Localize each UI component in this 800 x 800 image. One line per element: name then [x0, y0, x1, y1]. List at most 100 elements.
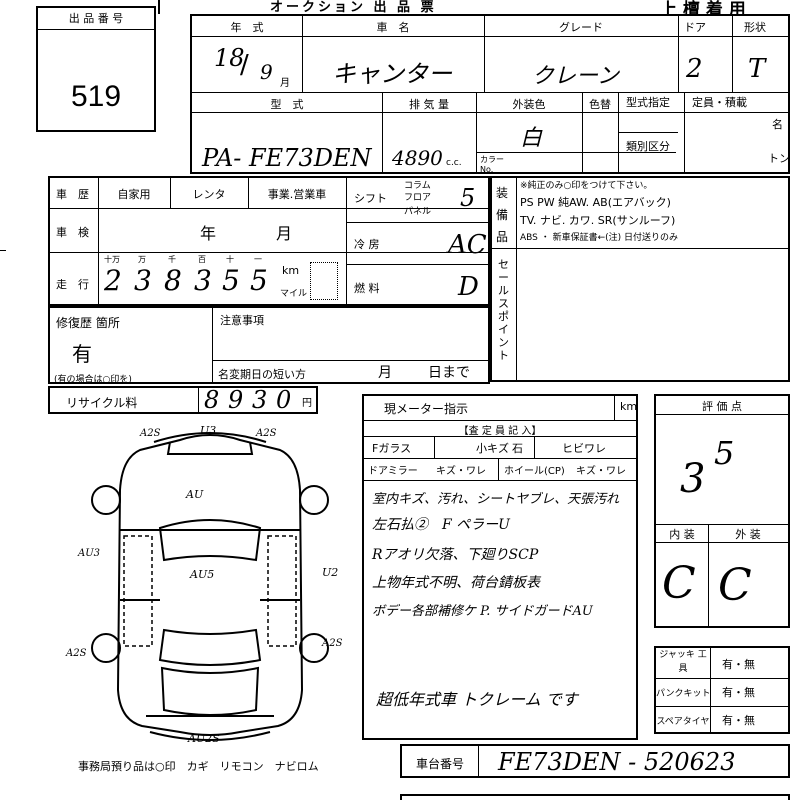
- wheel-front-left: [91, 485, 121, 515]
- capacity-unit-ton: トン: [768, 152, 790, 165]
- diagram-mark-4: AU3: [78, 548, 101, 559]
- cabin-roof: [158, 519, 262, 562]
- equipment-line1[interactable]: PS PW 純AW. AB(エアバック): [520, 196, 671, 209]
- shift-option-panel[interactable]: パネル: [404, 207, 432, 217]
- inspector-note-2: Rアオリ欠落、下廻りSCP: [372, 547, 539, 563]
- office-note: 事務局預り品は○印 カギ リモコン ナビロム: [78, 760, 319, 773]
- shape-label: 形状: [744, 21, 766, 34]
- inspector-section-label: 【査 定 員 記 入】: [458, 426, 542, 437]
- inspector-box: 現メーター指示 km 【査 定 員 記 入】 Fガラス 小キズ 石 ヒビワレ ド…: [362, 394, 638, 740]
- repair-value: 有: [72, 342, 92, 366]
- diagram-mark-3: AU: [186, 488, 204, 501]
- mileage-unit-1k: 千: [168, 255, 176, 264]
- history-option-rental[interactable]: レンタ: [192, 188, 226, 201]
- shift-option-column[interactable]: コラム: [404, 181, 431, 191]
- deadline-month: 月: [378, 365, 392, 381]
- lot-label: 出 品 番 号: [38, 8, 154, 30]
- exterior-value: C: [718, 560, 752, 611]
- exterior-color-value: 白: [520, 126, 543, 151]
- rear-window: [158, 628, 262, 666]
- mileage-digit-1: 3: [134, 264, 152, 297]
- mileage-digit-2: 8: [164, 264, 182, 297]
- mirror-options[interactable]: キズ・ワレ: [436, 466, 486, 477]
- tools-box: ジャッキ 工 具 有・無 パンクキット 有・無 スペアタイヤ 有・無: [654, 646, 790, 734]
- diagram-mark-9: AU2S: [188, 732, 220, 745]
- inspector-note-3: 上物年式不明、荷台錆板表: [372, 575, 540, 591]
- equipment-line3[interactable]: ABS ・ 新車保証書←(注) 日付送りのみ: [520, 233, 679, 243]
- jack-label: ジャッキ 工 具: [659, 650, 707, 674]
- mileage-unit-10k: 万: [138, 255, 146, 264]
- glass-option-small[interactable]: 小キズ: [476, 442, 509, 455]
- inspection-year: 年: [200, 224, 217, 243]
- top-corner-tick: [158, 0, 160, 14]
- mileage-digit-0: 2: [104, 264, 122, 297]
- glass-option-stone[interactable]: 石: [512, 442, 523, 455]
- mileage-unit-100k: 十万: [104, 255, 120, 264]
- equipment-label: 装備品: [496, 186, 509, 244]
- mileage-unit-box[interactable]: [310, 262, 338, 300]
- diagram-mark-6: U2: [322, 566, 339, 579]
- history-option-business[interactable]: 事業.営業車: [267, 188, 327, 201]
- mirror-label: ドアミラー: [368, 466, 418, 477]
- ac-label: 冷 房: [354, 238, 380, 251]
- inspector-note-1: 左石払② F ペラーU: [372, 517, 510, 533]
- shift-label: シフト: [354, 192, 387, 205]
- recycle-label: リサイクル料: [66, 396, 138, 410]
- chassis-value: FE73DEN - 520623: [498, 748, 736, 776]
- interior-value: C: [662, 558, 696, 609]
- exterior-label: 外 装: [735, 528, 761, 541]
- wheel-front-right: [299, 485, 329, 515]
- diagram-mark-5: AU5: [190, 568, 215, 581]
- name-value: キャンター: [332, 60, 452, 88]
- rear-bumper: [149, 731, 271, 741]
- category-label: 類別区分: [626, 140, 670, 153]
- mileage-unit-100: 百: [198, 255, 206, 264]
- year-slash: /: [240, 50, 249, 80]
- interior-label: 内 装: [669, 528, 695, 541]
- mileage-digit-3: 3: [194, 264, 212, 297]
- puncture-label: パンクキット: [656, 689, 711, 699]
- meter-unit: km: [620, 400, 638, 413]
- history-option-private[interactable]: 自家用: [117, 188, 151, 201]
- left-corner-tick: [0, 250, 6, 251]
- history-table: 車 歴 自家用 レンタ 事業.営業車 車 検 年 月 走 行 十万 万 千 百 …: [48, 176, 490, 306]
- equipment-note: ※純正のみ○印をつけて下さい。: [520, 181, 653, 191]
- lot-box: 出 品 番 号 519: [36, 6, 156, 132]
- rear-deck: [160, 666, 260, 716]
- glass-option-crack[interactable]: ヒビワレ: [562, 442, 606, 455]
- deadline-day: 日まで: [428, 365, 470, 381]
- mileage-km: km: [282, 264, 300, 277]
- car-body-outline: [116, 434, 304, 736]
- evaluation-score-sub: 5: [714, 434, 735, 472]
- wheel-options[interactable]: キズ・ワレ: [576, 466, 626, 477]
- repair-label: 修復歴 箇所: [56, 316, 120, 330]
- puncture-value[interactable]: 有・無: [722, 686, 755, 699]
- shift-value: 5: [460, 184, 476, 212]
- equipment-line2[interactable]: TV. ナビ. カワ. SR(サンルーフ): [520, 214, 676, 227]
- chassis-box: 車台番号 FE73DEN - 520623: [400, 744, 790, 778]
- history-row-label: 車 歴: [56, 188, 89, 201]
- mileage-unit-10: 十: [226, 255, 234, 264]
- month-unit: 月: [280, 78, 290, 89]
- glass-label: Fガラス: [372, 442, 412, 455]
- jack-value[interactable]: 有・無: [722, 658, 755, 671]
- capacity-label: 定員・積載: [692, 96, 747, 109]
- meter-label: 現メーター指示: [384, 402, 469, 416]
- fuel-label: 燃 料: [354, 282, 380, 295]
- doors-label: ドア: [684, 21, 706, 34]
- ac-value: AC: [448, 230, 487, 260]
- vehicle-table: 年 式 車 名 グレード ドア 形状 18 / 9 月 キャンター クレーン 2…: [190, 14, 790, 174]
- diagram-mark-2: A2S: [256, 428, 277, 439]
- spare-label: スペアタイヤ: [656, 717, 710, 727]
- bottom-box: [400, 794, 790, 800]
- doors-value: 2: [686, 54, 703, 84]
- front-bumper: [153, 432, 267, 443]
- grade-value: クレーン: [532, 64, 619, 89]
- inspection-label: 車 検: [56, 226, 89, 239]
- spare-value[interactable]: 有・無: [722, 714, 755, 727]
- diagram-mark-8: A2S: [322, 638, 343, 649]
- shift-option-floor[interactable]: フロア: [404, 193, 432, 203]
- recycle-digit-3: 0: [276, 386, 292, 414]
- short-deadline-label: 名変期日の短い方: [218, 368, 306, 381]
- inspector-note-4: ボデー各部補修ケ P. サイドガードAU: [372, 604, 593, 619]
